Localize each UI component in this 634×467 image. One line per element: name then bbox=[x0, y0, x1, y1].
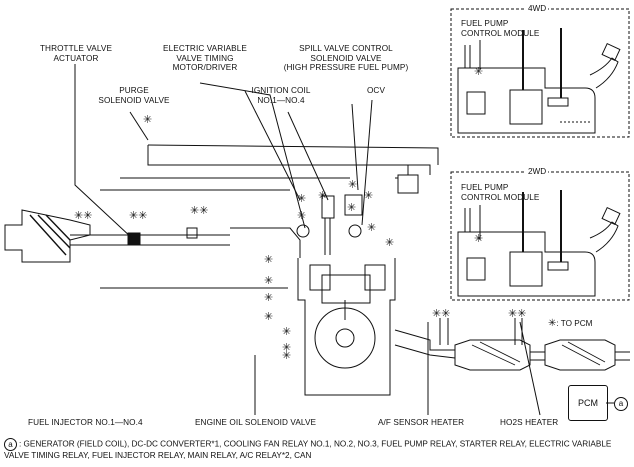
pcm-marker: ✳ bbox=[318, 189, 328, 202]
pcm-marker: ✳✳ bbox=[129, 209, 148, 222]
exhaust-pipe bbox=[394, 329, 456, 359]
piston bbox=[321, 274, 371, 304]
pcm-marker: ✳ bbox=[297, 192, 307, 205]
pcm-marker: ✳✳ bbox=[432, 307, 451, 320]
pcm-marker: ✳✳ bbox=[190, 204, 209, 217]
throttle-body bbox=[127, 232, 141, 246]
purge-solenoid-label: PURGE SOLENOID VALVE bbox=[98, 86, 170, 105]
air-intake-duct bbox=[4, 209, 91, 263]
pcm-reference-marker: a bbox=[614, 397, 628, 411]
pcm-marker: ✳ bbox=[282, 349, 292, 362]
throttle-valve-actuator-label: THROTTLE VALVE ACTUATOR bbox=[39, 44, 113, 63]
pcm-marker: ✳ bbox=[364, 189, 374, 202]
spill-valve-label: SPILL VALVE CONTROL SOLENOID VALVE (HIGH… bbox=[283, 44, 409, 73]
legend-mark: ✳ bbox=[548, 318, 557, 329]
ho2s-heater-label: HO2S HEATER bbox=[500, 418, 559, 427]
pcm-marker: ✳ bbox=[367, 221, 377, 234]
engine-block bbox=[297, 258, 396, 396]
fwd4-fuel-tank bbox=[457, 67, 596, 134]
evvt-sprocket bbox=[296, 224, 310, 238]
charcoal-canister bbox=[397, 174, 419, 194]
evvt-motor-label: ELECTRIC VARIABLE VALVE TIMING MOTOR/DRI… bbox=[163, 44, 247, 73]
fwd2-section-label: 2WD bbox=[526, 167, 549, 176]
fwd4-section-label: 4WD bbox=[526, 4, 549, 13]
legend: ✳: TO PCM bbox=[548, 318, 592, 329]
ocv-label: OCV bbox=[366, 86, 386, 95]
pcm-marker: ✳✳ bbox=[74, 209, 93, 222]
pcm-marker: ✳✳ bbox=[508, 307, 527, 320]
footnote-text: : GENERATOR (FIELD COIL), DC-DC CONVERTE… bbox=[4, 439, 612, 460]
pcm-marker: ✳ bbox=[282, 325, 292, 338]
pcm-marker: ✳ bbox=[297, 209, 307, 222]
pcm-marker: ✳ bbox=[264, 310, 274, 323]
fuel-pump-module-4wd-label: FUEL PUMP CONTROL MODULE bbox=[461, 19, 540, 38]
fuel-injector-label: FUEL INJECTOR NO.1—NO.4 bbox=[28, 418, 143, 427]
pcm-marker: ✳ bbox=[143, 113, 153, 126]
engine-oil-solenoid-label: ENGINE OIL SOLENOID VALVE bbox=[195, 418, 317, 427]
catalytic-converter-2 bbox=[544, 339, 616, 371]
pcm-marker: ✳ bbox=[264, 291, 274, 304]
pcm-marker: ✳ bbox=[348, 178, 358, 191]
fwd2-fuel-tank bbox=[457, 231, 596, 297]
af-sensor-heater-label: A/F SENSOR HEATER bbox=[378, 418, 465, 427]
ignition-coil-label: IGNITION COIL NO.1—NO.4 bbox=[251, 86, 311, 105]
pcm-marker: ✳ bbox=[264, 253, 274, 266]
pcm-marker: ✳ bbox=[385, 236, 395, 249]
pcm-marker: ✳ bbox=[347, 201, 357, 214]
fuel-pump-module-2wd-label: FUEL PUMP CONTROL MODULE bbox=[461, 183, 540, 202]
pcm-marker: ✳ bbox=[282, 341, 292, 354]
fwd2-section-box bbox=[450, 171, 630, 301]
footnote: a: GENERATOR (FIELD COIL), DC-DC CONVERT… bbox=[4, 438, 632, 462]
pcm-marker: ✳ bbox=[474, 65, 484, 78]
pcm-marker: ✳ bbox=[474, 232, 484, 245]
pcm-box: PCM bbox=[568, 385, 608, 421]
catalytic-converter-1 bbox=[454, 339, 531, 371]
legend-text: : TO PCM bbox=[556, 319, 593, 328]
ocv-sprocket bbox=[348, 224, 362, 238]
footnote-ref: a bbox=[4, 438, 17, 451]
fwd4-section-box bbox=[450, 8, 630, 138]
pcm-marker: ✳ bbox=[264, 274, 274, 287]
